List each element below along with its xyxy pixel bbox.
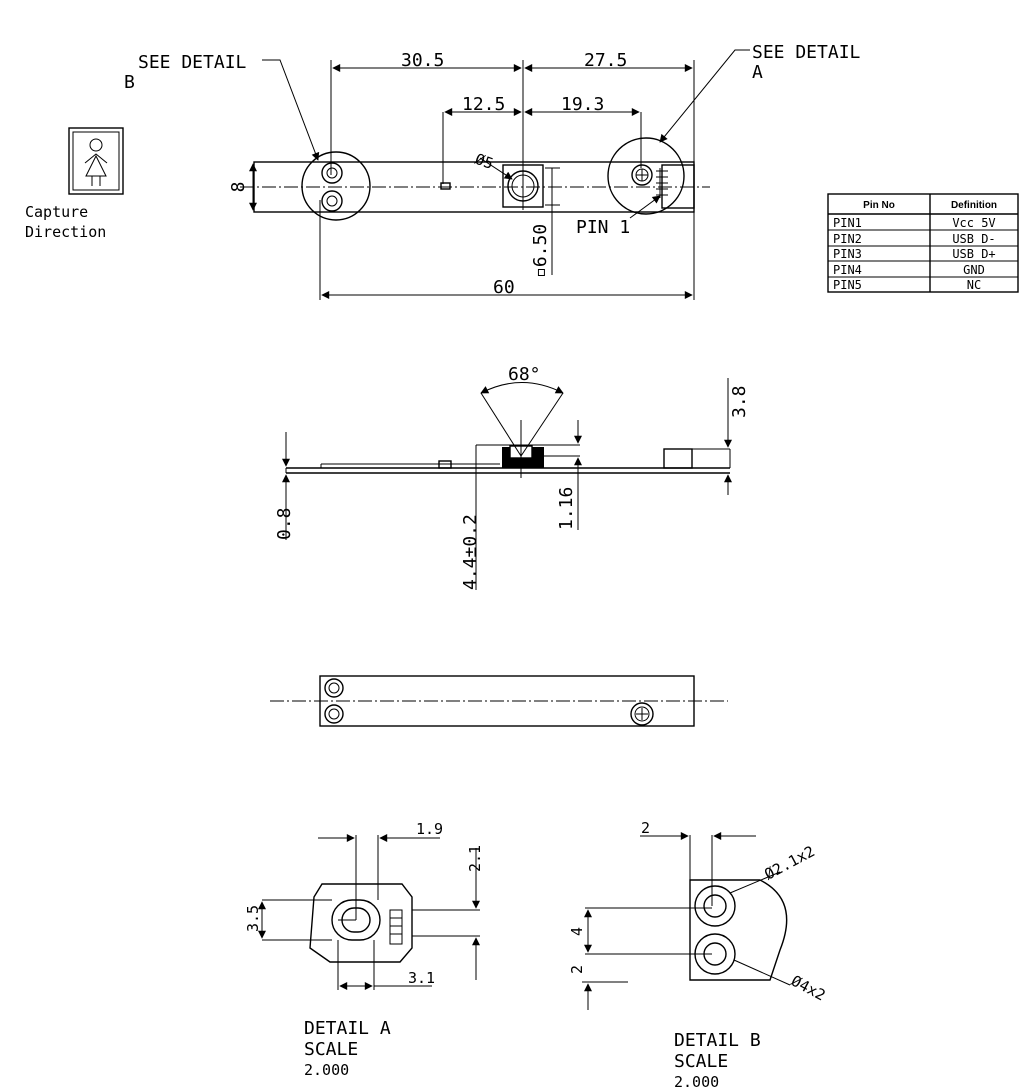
dim-0-8: 0.8	[274, 507, 295, 540]
see-detail-a-label: SEE DETAIL	[752, 42, 861, 63]
detail-a-title: DETAIL A	[304, 1018, 391, 1039]
dim-2-1: 2.1	[466, 845, 484, 872]
dim-6-50: ▫6.50	[530, 224, 551, 278]
pin1-label: PIN 1	[576, 217, 630, 238]
pin-table-cell: PIN3	[833, 247, 862, 261]
lens-housing	[502, 164, 544, 208]
pin-table-header-def: Definition	[951, 200, 997, 211]
pin-table-header-pin: Pin No	[863, 200, 895, 211]
fov-ray	[520, 392, 564, 457]
pin-table-cell: NC	[967, 278, 981, 292]
detail-b-hole-top	[703, 894, 727, 918]
mount-hole-inner	[326, 167, 338, 179]
see-detail-a-letter: A	[752, 62, 763, 83]
see-detail-b-label: SEE DETAIL	[138, 52, 247, 73]
pin-table-cell: USB D+	[952, 247, 995, 261]
pin-table-cell: PIN2	[833, 232, 862, 246]
pin-table: Pin No Definition PIN1 Vcc 5V PIN2 USB D…	[827, 193, 1019, 293]
capture-label: Capture	[25, 203, 88, 221]
top-view: 30.5 27.5 12.5 19.3 8 Ø5 ▫6.50 60 SEE DE…	[124, 42, 861, 300]
leader-detail-b	[262, 59, 320, 161]
detail-b-scale-value: 2.000	[674, 1073, 719, 1091]
detail-b-scale-label: SCALE	[674, 1051, 728, 1072]
capture-direction: Capture Direction	[25, 127, 124, 241]
dim-19-3: 19.3	[561, 94, 604, 115]
detail-a-scale-value: 2.000	[304, 1061, 349, 1079]
dim-4-4: 4.4±0.2	[460, 514, 481, 590]
pin-table-cell: Vcc 5V	[952, 216, 995, 230]
dim-8: 8	[228, 182, 249, 193]
leader-phi4	[733, 959, 791, 986]
side-component	[438, 460, 452, 469]
connector-housing	[661, 164, 695, 209]
pin-table-cell: PIN1	[833, 216, 862, 230]
fov-arc	[480, 382, 564, 394]
dim-60: 60	[493, 277, 515, 298]
bottom-hole	[324, 678, 344, 698]
dim-2-top: 2	[641, 819, 650, 837]
lens-outer	[507, 170, 539, 202]
see-detail-b-letter: B	[124, 72, 135, 93]
dim-phi4: Ø4x2	[788, 972, 828, 1005]
dim-30-5: 30.5	[401, 50, 444, 71]
dim-1-16: 1.16	[556, 487, 577, 530]
detail-a-connector	[389, 909, 403, 945]
mount-hole	[321, 162, 343, 184]
pin-table-cell: PIN4	[833, 263, 862, 277]
mount-hole	[321, 190, 343, 212]
dim-phi2-1: Ø2.1x2	[761, 842, 817, 883]
bottom-hole	[324, 704, 344, 724]
side-view: 68° 3.8 0.8 4.4±0.2 1.16	[274, 364, 750, 590]
dim-3-5: 3.5	[244, 905, 262, 932]
mount-boss-left	[301, 151, 371, 221]
detail-a-outline	[309, 883, 413, 963]
pin-table-frame	[827, 193, 1019, 293]
dim-27-5: 27.5	[584, 50, 627, 71]
lens-inner	[511, 174, 535, 198]
capture-frame-outer	[68, 127, 124, 195]
screw-hole	[631, 164, 653, 186]
component-pad	[440, 182, 451, 190]
bottom-view	[270, 675, 728, 727]
fov-ray	[480, 392, 522, 457]
leader-detail-a	[659, 49, 750, 143]
detail-b-title: DETAIL B	[674, 1030, 761, 1051]
pin-table-cell: USB D-	[952, 232, 995, 246]
leader-pin1	[629, 195, 661, 219]
detail-a-scale-label: SCALE	[304, 1039, 358, 1060]
detail-a: 1.9 2.1 3.5 3.1 DETAIL A SCALE 2.000	[244, 820, 484, 1079]
dim-2-side: 2	[568, 965, 586, 974]
person-icon	[84, 138, 108, 186]
bottom-screw	[630, 702, 654, 726]
pin-table-cell: GND	[963, 263, 985, 277]
connector-side	[663, 448, 693, 469]
pin-table-cell: PIN5	[833, 278, 862, 292]
detail-b: 2 Ø2.1x2 4 2 Ø4x2 DETAIL B SCALE 2.000	[568, 819, 828, 1091]
capture-frame-inner	[72, 131, 120, 191]
mount-boss-right	[607, 137, 685, 215]
dim-4: 4	[568, 927, 586, 936]
dim-12-5: 12.5	[462, 94, 505, 115]
dim-1-9: 1.9	[416, 820, 443, 838]
detail-b-boss-top	[694, 885, 736, 927]
leader-phi2-1	[729, 871, 781, 894]
leader-phi5	[479, 157, 513, 180]
dim-phi5: Ø5	[473, 150, 496, 173]
mount-hole-inner	[326, 195, 338, 207]
direction-label: Direction	[25, 223, 106, 241]
detail-b-outline	[689, 879, 788, 981]
dim-3-8: 3.8	[729, 385, 750, 418]
angle-68: 68°	[508, 364, 541, 385]
dim-3-1: 3.1	[408, 969, 435, 987]
